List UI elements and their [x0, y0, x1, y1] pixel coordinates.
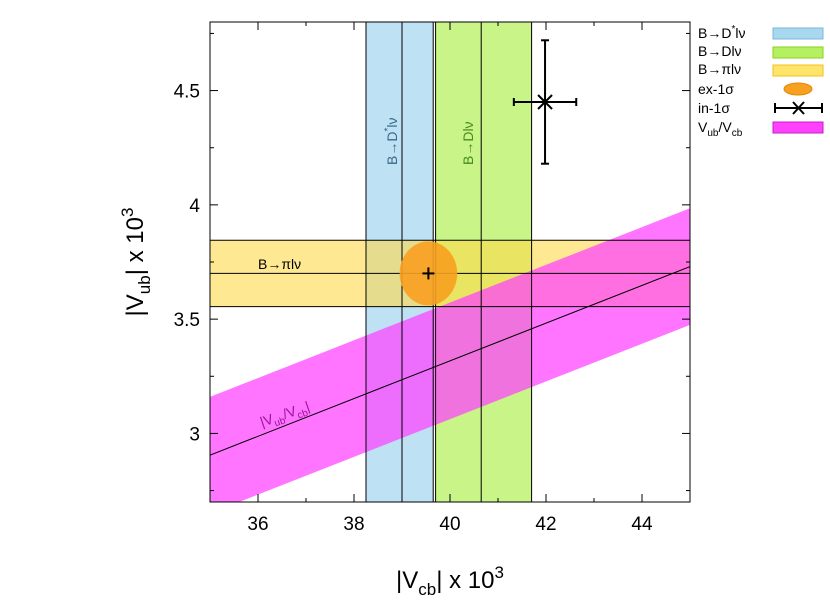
axis-ticks: 36 38 40 42 44 3 3.5 4 4.5: [174, 22, 691, 535]
x-tick-label: 40: [439, 514, 460, 535]
legend-label-pi: B→πlν: [698, 61, 741, 77]
legend-label-in: in-1σ: [698, 100, 730, 116]
legend-swatch-d: [772, 46, 824, 59]
x-axis-title: |Vcb| x 103: [396, 563, 504, 599]
x-tick-label: 44: [631, 514, 653, 535]
legend-swatch-dstar: [772, 27, 824, 40]
legend-swatch-ex: [783, 82, 813, 96]
y-tick-label: 4: [189, 196, 200, 217]
in-fit-marker-b: [537, 94, 553, 110]
band-label-dstar: B→D*lν: [383, 118, 400, 165]
legend-swatch-in: [774, 101, 823, 115]
legend: B→D*lν B→Dlν B→πlν ex-1σ in-1σ Vub/Vcb: [698, 24, 824, 139]
x-tick-label: 36: [247, 514, 268, 535]
band-label-pi: B→πlν: [258, 256, 301, 272]
y-tick-label: 3: [189, 424, 200, 445]
legend-label-d: B→Dlν: [698, 43, 742, 59]
legend-swatch-pi: [772, 64, 824, 77]
band-label-d: B→Dlν: [460, 121, 476, 165]
legend-label-dstar: B→D*lν: [698, 24, 745, 41]
x-tick-label: 38: [343, 514, 364, 535]
y-tick-label: 3.5: [174, 310, 200, 331]
legend-label-ratio: Vub/Vcb: [698, 119, 743, 139]
x-tick-label: 42: [535, 514, 556, 535]
y-axis-title: |Vub| x 103: [118, 208, 154, 317]
plot-area: [210, 22, 690, 502]
y-tick-label: 4.5: [174, 82, 200, 103]
legend-swatch-ratio: [772, 121, 824, 134]
ratio-center-line: [210, 266, 690, 456]
band-ratio: [210, 208, 690, 502]
legend-label-ex: ex-1σ: [698, 81, 734, 97]
